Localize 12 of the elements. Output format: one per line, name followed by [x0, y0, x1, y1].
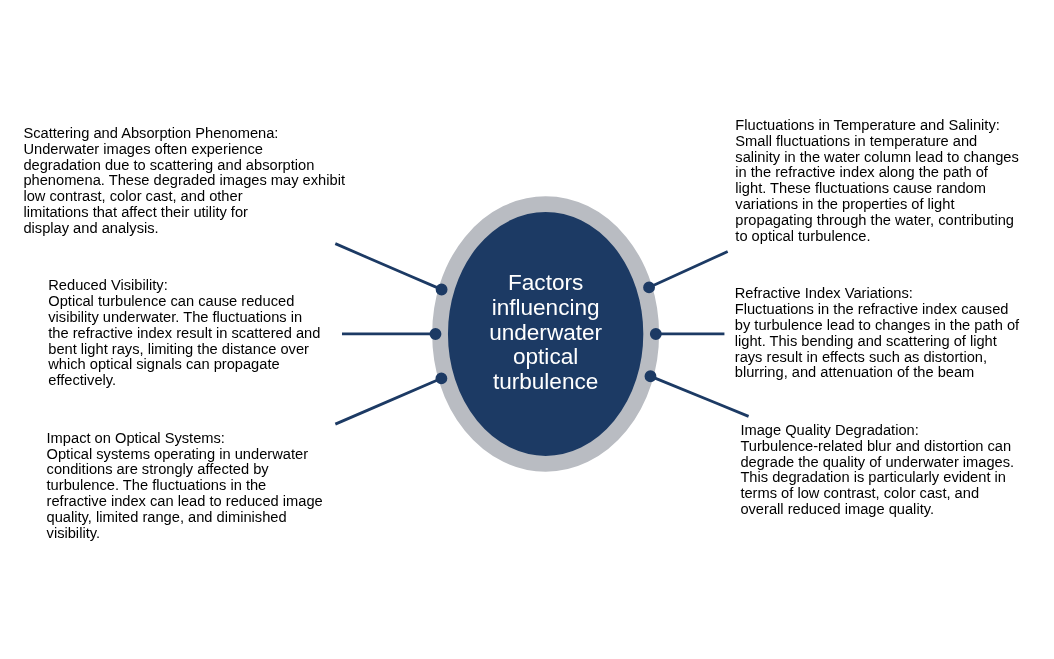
connector — [643, 249, 729, 293]
node-text: Image Quality Degradation: Turbulence-related blur and distortion can degrade the quality of underwater images. This degradation is particularly evident in terms of low contrast, color cast, and overall reduced image quality. — [740, 421, 1015, 517]
connector — [334, 372, 448, 425]
node-text: Refractive Index Variations: Fluctuations in the refractive index caused by turbulence lead to changes in the path of light. This bending and scattering of light rays result in effects such as distortion, blurring, and attenuation of the beam — [734, 284, 1020, 380]
connector — [342, 327, 442, 340]
node-text: Reduced Visibility: Optical turbulence can cause reduced visibility underwater. The fluctuations in the refractive index result in scattered and bent light rays, limiting the distance over which optical signals can propagate effectively. — [48, 276, 321, 388]
node-text: Fluctuations in Temperature and Salinity: Small fluctuations in temperature and salinity in the water column lead to changes in the refractive index along the path of light. These fluctuations cause random variations in the properties of light propagating through the water, contributing to optical turbulence. — [735, 116, 1019, 244]
connector — [649, 327, 725, 340]
connector — [334, 241, 448, 295]
connector — [644, 369, 750, 418]
node-text: Impact on Optical Systems: Optical systems operating in underwater conditions are strongly affected by turbulence. The fluctuations in the refractive index can lead to reduced image quality, limited range, and diminished visibility. — [46, 429, 323, 541]
node-text: Scattering and Absorption Phenomena: Underwater images often experience degradation due to scattering and absorption phenomena. These degraded images may exhibit low contrast, color cast, and other limitations that affect their utility for display and analysis. — [23, 124, 345, 236]
